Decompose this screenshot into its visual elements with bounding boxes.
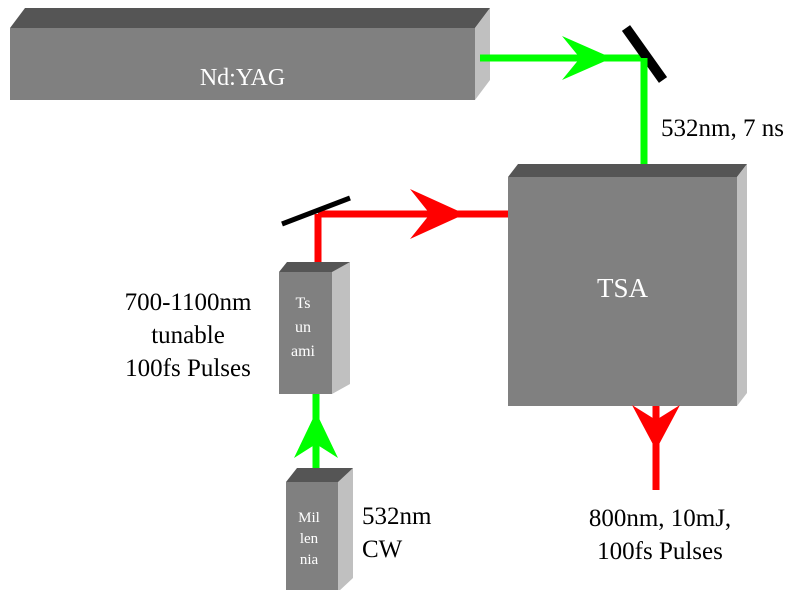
ndyag-box-top — [10, 8, 490, 28]
millenia-label: Mil len nia — [286, 508, 332, 571]
millenia-box-face — [286, 482, 338, 590]
millenia-output-line: 532nm — [362, 503, 432, 530]
green-beam-arrowhead-right — [562, 36, 612, 80]
tsa-output-line: 800nm, 10mJ, — [588, 505, 732, 532]
millenia-box-top — [286, 468, 353, 482]
tsa-box-face — [508, 177, 737, 406]
tsunami-box-top — [279, 262, 350, 272]
tsunami-label-line: Ts — [295, 295, 311, 312]
pump-beam-label: 532nm, 7 ns — [661, 115, 784, 142]
millenia-output-line: CW — [362, 536, 403, 563]
tsunami-label-line: ami — [291, 343, 315, 360]
tsunami-box-side — [332, 262, 350, 394]
millenia-label-line: nia — [299, 552, 319, 568]
ndyag-box-face — [10, 28, 475, 100]
ndyag-box — [10, 8, 490, 100]
tsa-output-line: 100fs Pulses — [597, 538, 723, 565]
ndyag-label: Nd:YAG — [199, 65, 286, 91]
tsunami-output-line: 700-1100nm — [124, 289, 252, 316]
millenia-output-label: 532nm CW — [362, 500, 431, 566]
mirror-left — [281, 195, 351, 227]
tsa-output-label: 800nm, 10mJ, 100fs Pulses — [560, 502, 760, 568]
millenia-label-line: Mil — [298, 510, 320, 526]
red-beam-arrowhead-down — [632, 405, 680, 450]
tsunami-output-line: tunable — [151, 322, 225, 349]
millenia-label-line: len — [299, 531, 319, 547]
mirror-top-right — [621, 25, 668, 83]
tsunami-box — [279, 262, 350, 394]
tsunami-box-face — [279, 272, 332, 394]
tsa-box-side — [737, 164, 747, 406]
tsunami-output-label: 700-1100nm tunable 100fs Pulses — [98, 286, 278, 385]
ndyag-box-side — [475, 8, 490, 100]
tsunami-label: Ts un ami — [279, 292, 327, 364]
millenia-box-side — [338, 468, 353, 590]
tsunami-output-line: 100fs Pulses — [125, 355, 251, 382]
tsa-box — [508, 164, 747, 406]
tsa-label: TSA — [596, 273, 648, 303]
tsunami-label-line: un — [295, 319, 311, 336]
tsa-box-top — [508, 164, 747, 177]
green-beam-arrowhead-up — [294, 412, 338, 458]
millenia-box — [286, 468, 353, 590]
red-beam-arrowhead-right — [410, 189, 465, 239]
